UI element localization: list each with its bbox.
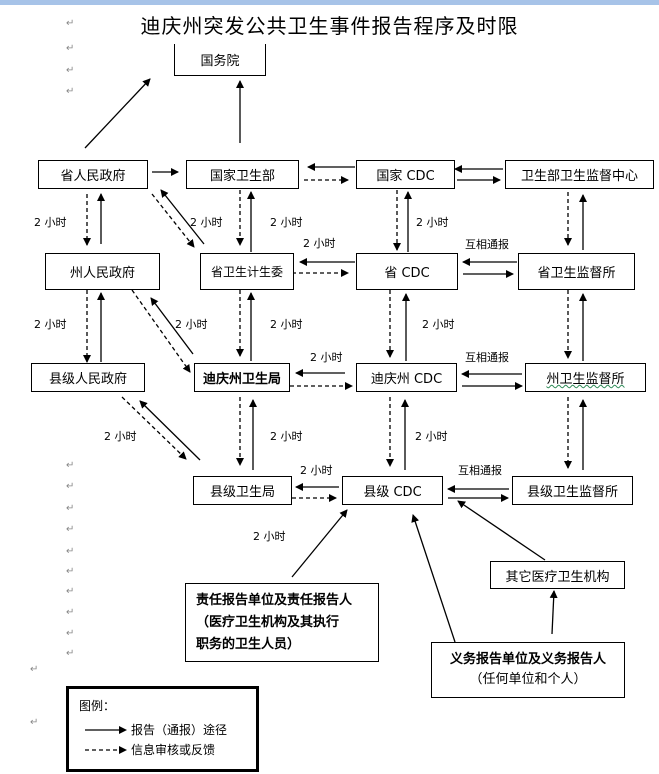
node-label: 县级卫生局 (209, 485, 275, 500)
node-provincial-supervision: 省卫生监督所 (518, 253, 635, 290)
edge-label-2h: 2 小时 (422, 318, 455, 331)
node-label: 迪庆州卫生局 (202, 372, 281, 387)
dash-countygov-to-countybureau (121, 396, 187, 460)
edge-label-2h: 2 小时 (34, 216, 67, 229)
legend-label: 信息审核或反馈 (131, 743, 216, 757)
dashed-arrow-icon (85, 745, 127, 754)
paragraph-mark: ↵ (66, 524, 75, 535)
node-national-health-ministry: 国家卫生部 (186, 160, 299, 189)
node-label: 县级 CDC (363, 485, 422, 500)
paragraph-mark: ↵ (66, 86, 75, 97)
paragraph-mark: ↵ (66, 503, 75, 514)
paragraph-mark: ↵ (66, 481, 75, 492)
solid-arrow-icon (85, 725, 127, 734)
edge-label-2h: 2 小时 (303, 237, 336, 250)
paragraph-mark: ↵ (66, 648, 75, 659)
paragraph-mark: ↵ (66, 628, 75, 639)
node-label: 县级卫生监督所 (526, 485, 618, 500)
legend-title: 图例： (79, 699, 116, 713)
edge-label-2h: 2 小时 (300, 464, 333, 477)
node-label: 州卫生监督所 (546, 372, 625, 387)
edge-label-mutual: 互相通报 (465, 351, 509, 364)
node-label: 省卫生监督所 (537, 266, 616, 281)
edge-label-2h: 2 小时 (270, 318, 303, 331)
node-label: 国家 CDC (376, 169, 435, 184)
arrow-countybureau-to-countygov (139, 400, 201, 461)
edge-label-2h: 2 小时 (190, 216, 223, 229)
legend-item-dashed: 信息审核或反馈 (83, 741, 215, 758)
node-label-line: 责任报告单位及责任报告人 (196, 592, 353, 608)
arrow-othermed-to-countycdc (457, 500, 546, 561)
node-label: 省人民政府 (60, 169, 126, 184)
node-obligatory-reporter: 义务报告单位及义务报告人 （任何单位和个人） (431, 642, 625, 698)
node-label: 县级人民政府 (48, 372, 127, 387)
node-supervision-center: 卫生部卫生监督中心 (505, 160, 654, 189)
arrow-obligreporter-to-othermed (549, 590, 558, 635)
arrow-bureau-to-prefgov (150, 297, 194, 355)
dash-prefgov-to-bureau (131, 289, 191, 373)
node-label: 州人民政府 (69, 266, 135, 281)
node-label: 其它医疗卫生机构 (505, 569, 610, 585)
paragraph-mark: ↵ (66, 566, 75, 577)
arrow-obligreporter-to-countycdc (411, 514, 456, 643)
arrow-provgov-to-statecouncil (84, 78, 151, 149)
arrow-provhfpc-to-provgov (160, 189, 205, 245)
node-national-cdc: 国家 CDC (356, 160, 455, 189)
node-other-medical-institutions: 其它医疗卫生机构 (490, 561, 625, 589)
paragraph-mark: ↵ (66, 607, 75, 618)
paragraph-mark: ↵ (66, 18, 75, 29)
node-prefecture-supervision: 州卫生监督所 (525, 363, 646, 392)
edge-label-2h: 2 小时 (270, 430, 303, 443)
paragraph-mark: ↵ (66, 43, 75, 54)
node-label-line: （任何单位和个人） (469, 672, 587, 687)
edge-label-2h: 2 小时 (415, 430, 448, 443)
node-provincial-cdc: 省 CDC (356, 253, 458, 290)
paragraph-mark: ↵ (66, 586, 75, 597)
edge-label-mutual: 互相通报 (465, 238, 509, 251)
edge-label-2h: 2 小时 (104, 430, 137, 443)
paragraph-mark: ↵ (66, 65, 75, 76)
node-county-supervision: 县级卫生监督所 (512, 476, 633, 505)
node-label-line: 义务报告单位及义务报告人 (449, 652, 606, 667)
node-county-cdc: 县级 CDC (342, 476, 443, 505)
edge-label-2h: 2 小时 (270, 216, 303, 229)
node-label: 省 CDC (384, 266, 430, 281)
node-state-council: 国务院 (174, 44, 266, 76)
node-provincial-hfpc: 省卫生计生委 (200, 253, 294, 290)
paragraph-mark: ↵ (30, 664, 39, 675)
window-top-bar (0, 0, 659, 5)
legend: 图例： 报告（通报）途径 信息审核或反馈 (66, 686, 259, 772)
paragraph-mark: ↵ (66, 546, 75, 557)
legend-item-solid: 报告（通报）途径 (83, 721, 227, 738)
node-county-health-bureau: 县级卫生局 (193, 476, 292, 505)
node-label: 国务院 (200, 54, 240, 69)
arrow-respreporter-to-countycdc (291, 509, 348, 578)
node-county-government: 县级人民政府 (31, 363, 145, 392)
legend-label: 报告（通报）途径 (131, 723, 228, 737)
node-provincial-government: 省人民政府 (38, 160, 148, 189)
node-label: 迪庆州 CDC (370, 372, 443, 387)
paragraph-mark: ↵ (66, 460, 75, 471)
node-label: 省卫生计生委 (210, 265, 283, 279)
node-responsible-reporter: 责任报告单位及责任报告人 （医疗卫生机构及其执行 职务的卫生人员） (185, 583, 379, 662)
node-diqing-cdc: 迪庆州 CDC (356, 363, 457, 392)
node-label-line: 职务的卫生人员） (196, 636, 301, 652)
edge-label-2h: 2 小时 (310, 351, 343, 364)
node-label: 卫生部卫生监督中心 (520, 169, 638, 184)
node-prefecture-government: 州人民政府 (45, 253, 160, 290)
page-title: 迪庆州突发公共卫生事件报告程序及时限 (140, 14, 519, 38)
edge-label-2h: 2 小时 (34, 318, 67, 331)
edge-label-mutual: 互相通报 (458, 464, 502, 477)
node-label: 国家卫生部 (209, 169, 275, 184)
edge-label-2h: 2 小时 (253, 530, 286, 543)
edge-label-2h: 2 小时 (175, 318, 208, 331)
paragraph-mark: ↵ (30, 717, 39, 728)
edge-label-2h: 2 小时 (416, 216, 449, 229)
dash-provgov-to-provhfpc (151, 193, 195, 248)
node-diqing-health-bureau: 迪庆州卫生局 (194, 363, 290, 392)
node-label-line: （医疗卫生机构及其执行 (196, 614, 340, 630)
legend-title-row: 图例： (79, 697, 115, 714)
